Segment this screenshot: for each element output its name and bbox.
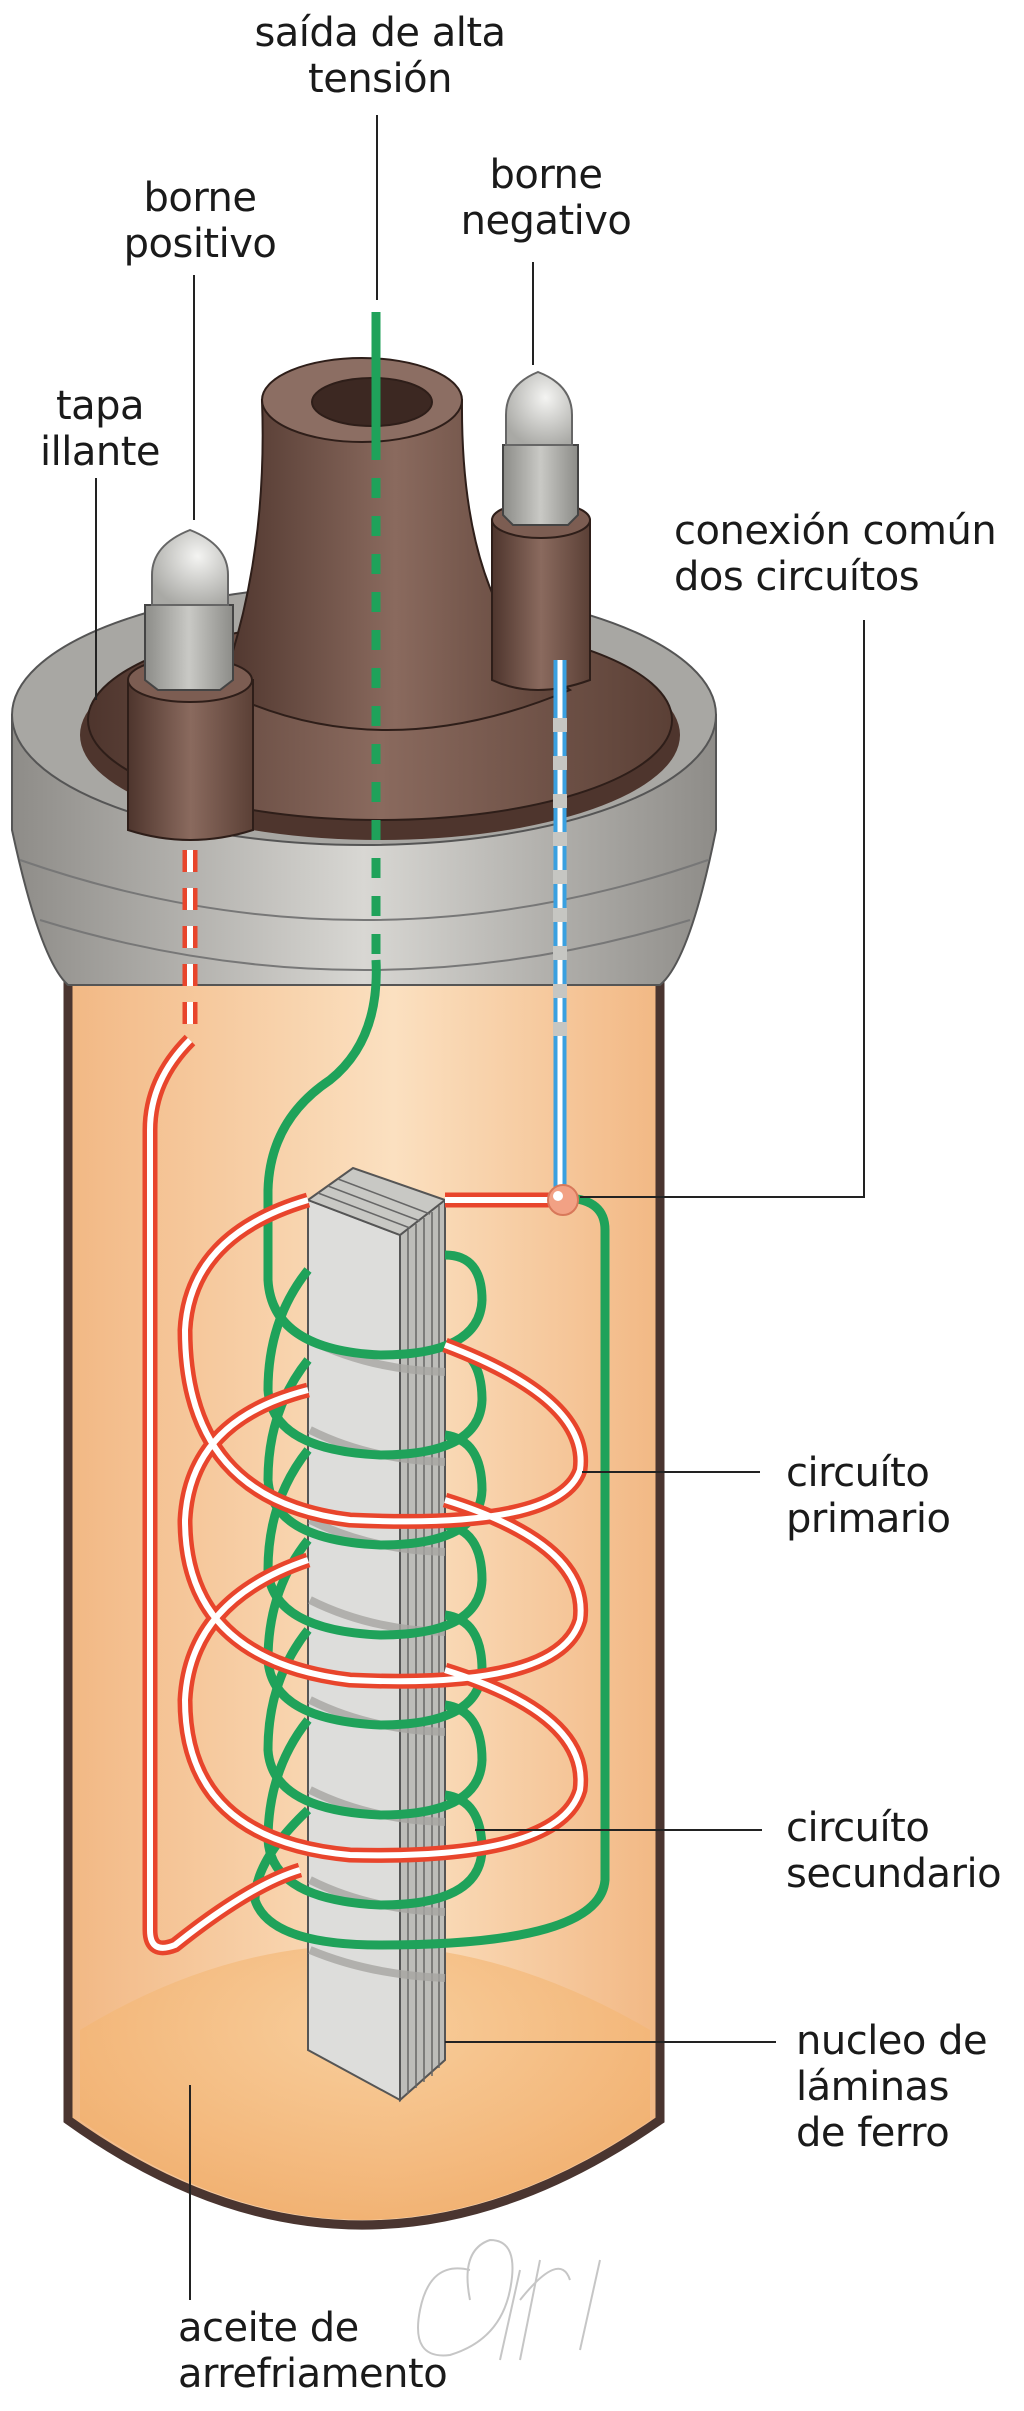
common-connection-node [547, 1184, 579, 1216]
label-secondary-circuit-line2: secundario [786, 1851, 1002, 1897]
label-negative-terminal-line1: borne [489, 152, 603, 198]
iron-core [305, 1166, 448, 2103]
label-insulating-cap-line1: tapa [55, 383, 145, 429]
label-secondary-circuit-line1: circuíto [786, 1805, 930, 1851]
label-positive-terminal: borne positivo [100, 175, 300, 267]
label-cooling-oil-line2: arrefriamento [178, 2351, 448, 2397]
label-common-connection: conexión común dos circuítos [674, 508, 1024, 600]
label-negative-terminal: borne negativo [436, 152, 656, 244]
label-cooling-oil-line1: aceite de [178, 2305, 359, 2351]
label-negative-terminal-line2: negativo [460, 198, 632, 244]
leader-lines [95, 115, 865, 2300]
cooling-oil-pool [80, 1945, 650, 2220]
label-primary-circuit-line2: primario [786, 1496, 951, 1542]
artist-signature [417, 2238, 601, 2361]
label-hv-output: saída de alta tensión [240, 10, 520, 102]
negative-terminal [491, 370, 591, 691]
label-iron-core: nucleo de láminas de ferro [796, 2018, 1024, 2156]
label-hv-output-line1: saída de alta [254, 10, 506, 56]
label-iron-core-line1: nucleo de [796, 2018, 988, 2064]
label-positive-terminal-line1: borne [143, 175, 257, 221]
label-primary-circuit: circuíto primario [786, 1450, 1016, 1542]
label-iron-core-line2: láminas [796, 2064, 949, 2110]
label-positive-terminal-line2: positivo [123, 221, 277, 267]
label-primary-circuit-line1: circuíto [786, 1450, 930, 1496]
primary-winding [142, 850, 589, 1956]
label-iron-core-line3: de ferro [796, 2110, 950, 2156]
label-insulating-cap: tapa illante [20, 383, 180, 475]
label-insulating-cap-line2: illante [40, 429, 161, 475]
positive-terminal [127, 528, 254, 841]
label-common-connection-line1: conexión común [674, 508, 997, 554]
label-common-connection-line2: dos circuítos [674, 554, 920, 600]
label-cooling-oil: aceite de arrefriamento [178, 2305, 478, 2397]
label-secondary-circuit: circuíto secundario [786, 1805, 1024, 1897]
label-hv-output-line2: tensión [308, 56, 452, 102]
